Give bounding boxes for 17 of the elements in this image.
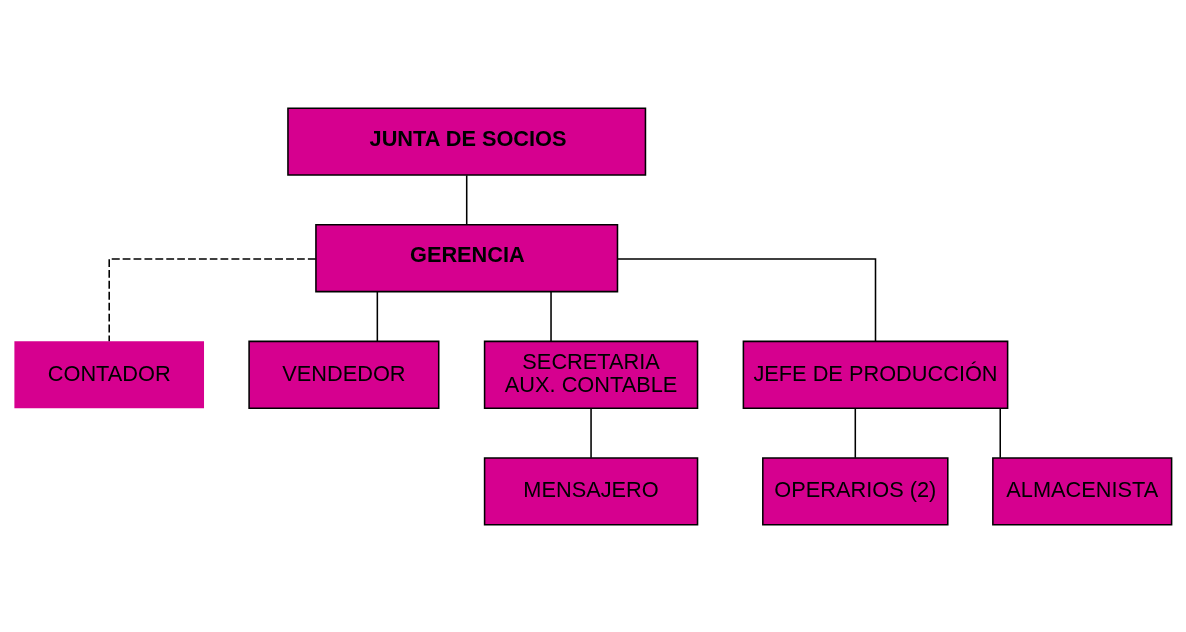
connector [854,407,857,458]
node-box: GERENCIA [315,223,619,292]
node-box: SECRETARIA AUX. CONTABLE [483,340,699,409]
node-box: VENDEDOR [248,340,440,409]
node-box: OPERARIOS (2) [762,456,949,526]
connector [590,407,592,458]
node-box: JEFE DE PRODUCCIÓN [742,340,1009,409]
node-box: JUNTA DE SOCIOS [287,106,647,176]
node-box: CONTADOR [14,340,204,408]
node-box: MENSAJERO [483,456,699,526]
connector [465,174,468,225]
node-box: ALMACENISTA [992,456,1173,526]
connector [108,257,317,342]
connector [999,407,1001,458]
connector [550,290,552,342]
connector [617,257,877,342]
connector [376,290,379,342]
